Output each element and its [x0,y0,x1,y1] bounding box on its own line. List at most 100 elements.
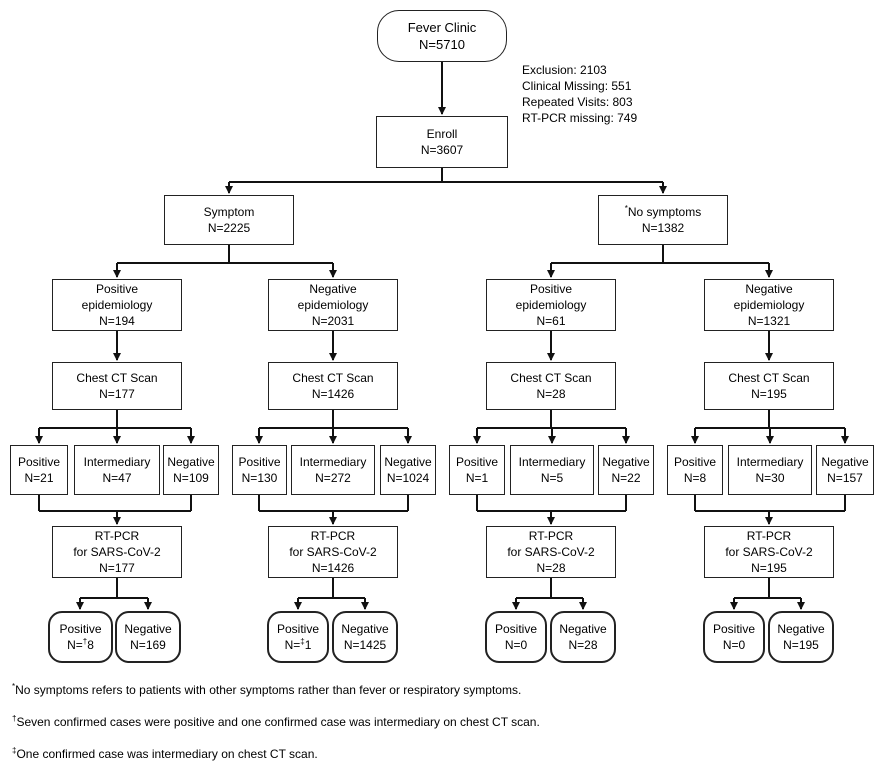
footnote-text: No symptoms refers to patients with othe… [15,683,522,697]
result-label: Positive [238,455,281,469]
footnote-mark: * [12,682,16,691]
final-count: N=195 [783,638,819,652]
epidemiology-node: Positive epidemiology N=61 [486,279,616,331]
final-count: N=0 [722,638,746,652]
result-label: Positive [673,455,717,469]
fever-clinic-node: Fever Clinic N=5710 [377,10,507,62]
ct-positive-node: Positive N=130 [232,445,287,495]
ct-count: N=195 [751,387,787,401]
ct-negative-node: Negative N=1024 [380,445,436,495]
epidemiology-node: Negative epidemiology N=1321 [704,279,834,331]
ct-positive-node: Positive N=1 [449,445,505,495]
pcr-negative-node: Negative N=195 [768,611,834,663]
rt-pcr-node: RT-PCR for SARS-CoV-2 N=177 [52,526,182,578]
epi-label: Positive [529,282,573,296]
ct-label: Chest CT Scan [76,371,158,385]
pcr-label: RT-PCR [746,529,792,543]
epi-label: epidemiology [81,298,153,312]
footnote: †Seven confirmed cases were positive and… [12,714,540,730]
result-count: N=1 [465,471,489,485]
result-count: N=272 [315,471,351,485]
footnote-mark: † [12,714,17,723]
epi-label: epidemiology [515,298,587,312]
chest-ct-node: Chest CT Scan N=177 [52,362,182,410]
no-symptoms-count: N=1382 [641,221,685,235]
epi-label: Negative [745,282,793,296]
ct-count: N=177 [99,387,135,401]
enroll-title: Enroll [426,127,458,141]
exclusion-line: RT-PCR missing: 749 [522,111,638,125]
ct-count: N=1426 [311,387,355,401]
result-count: N=157 [827,471,863,485]
epi-label: Positive [95,282,139,296]
final-label: Negative [124,622,172,636]
footnote-mark: † [82,637,88,646]
epi-label: Negative [309,282,357,296]
epi-label: epidemiology [733,298,805,312]
pcr-count: N=195 [751,561,787,575]
footnote-mark: * [624,204,628,213]
footnote-mark: ‡ [300,637,305,646]
pcr-negative-node: Negative N=28 [550,611,616,663]
result-label: Negative [602,455,650,469]
epi-count: N=61 [536,314,566,328]
result-count: N=30 [755,471,785,485]
result-label: Intermediary [736,455,804,469]
result-label: Negative [821,455,869,469]
final-label: Negative [341,622,389,636]
pcr-positive-node: Positive N=†8 [48,611,113,663]
exclusion-line: Repeated Visits: 803 [522,95,633,109]
ct-intermediary-node: Intermediary N=30 [728,445,812,495]
result-count: N=1024 [386,471,430,485]
exclusion-line: Clinical Missing: 551 [522,79,632,93]
pcr-label: RT-PCR [310,529,356,543]
pcr-count: N=28 [536,561,566,575]
ct-intermediary-node: Intermediary N=5 [510,445,594,495]
epi-count: N=2031 [311,314,355,328]
result-label: Positive [17,455,61,469]
pcr-count: N=1426 [311,561,355,575]
rt-pcr-node: RT-PCR for SARS-CoV-2 N=195 [704,526,834,578]
epi-count: N=194 [99,314,135,328]
result-count: N=21 [24,471,54,485]
final-count: N=†8 [67,637,94,653]
ct-negative-node: Negative N=157 [816,445,874,495]
epidemiology-node: Positive epidemiology N=194 [52,279,182,331]
result-count: N=5 [540,471,564,485]
result-label: Intermediary [83,455,151,469]
ct-label: Chest CT Scan [510,371,592,385]
final-label: Negative [777,622,825,636]
fever-clinic-title: Fever Clinic [407,20,477,35]
chest-ct-node: Chest CT Scan N=28 [486,362,616,410]
epidemiology-node: Negative epidemiology N=2031 [268,279,398,331]
final-label: Positive [59,622,102,636]
enroll-node: Enroll N=3607 [376,116,508,168]
footnote-mark: ‡ [12,746,17,755]
ct-negative-node: Negative N=109 [163,445,219,495]
final-count: N=0 [504,638,528,652]
result-count: N=8 [683,471,707,485]
result-count: N=130 [241,471,278,485]
chest-ct-node: Chest CT Scan N=195 [704,362,834,410]
ct-intermediary-node: Intermediary N=47 [74,445,160,495]
rt-pcr-node: RT-PCR for SARS-CoV-2 N=28 [486,526,616,578]
final-label: Negative [559,622,607,636]
pcr-label: for SARS-CoV-2 [289,545,377,559]
final-label: Positive [276,622,320,636]
final-label: Positive [712,622,756,636]
exclusion-note: Exclusion: 2103 Clinical Missing: 551 Re… [522,62,637,126]
ct-label: Chest CT Scan [728,371,810,385]
symptom-title: Symptom [203,205,255,219]
epi-label: epidemiology [297,298,369,312]
pcr-negative-node: Negative N=169 [115,611,181,663]
symptom-count: N=2225 [207,221,251,235]
pcr-count: N=177 [99,561,135,575]
result-count: N=47 [102,471,132,485]
pcr-label: for SARS-CoV-2 [507,545,595,559]
result-label: Intermediary [299,455,367,469]
ct-intermediary-node: Intermediary N=272 [291,445,375,495]
ct-negative-node: Negative N=22 [598,445,654,495]
pcr-negative-node: Negative N=1425 [332,611,398,663]
pcr-label: RT-PCR [94,529,140,543]
